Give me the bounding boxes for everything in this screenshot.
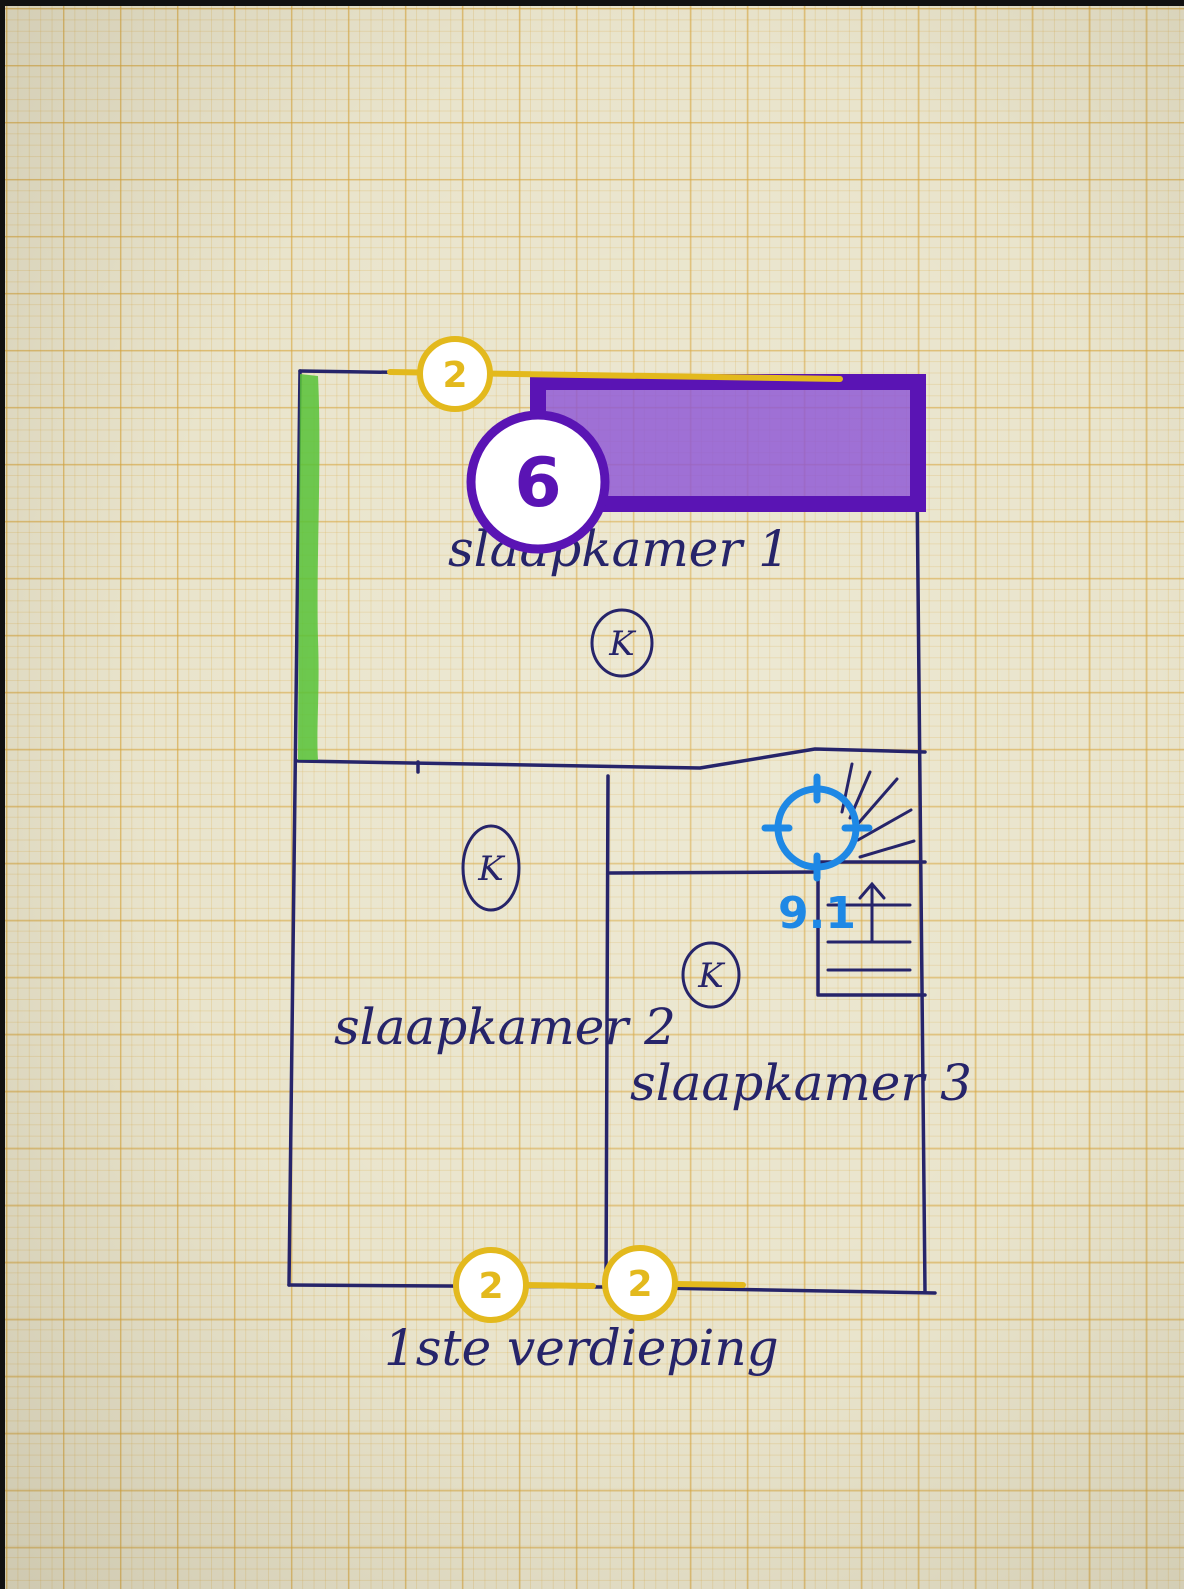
room-label-slaapkamer-2: slaapkamer 2 (334, 998, 676, 1056)
bottom-right-dimension-badge[interactable]: 2 (602, 1245, 678, 1321)
svg-text:2: 2 (478, 1266, 503, 1307)
crosshair-icon[interactable] (761, 773, 873, 882)
highlighted-wall-segment (298, 374, 320, 760)
stair-step (858, 839, 916, 859)
top-dimension-badge[interactable]: 2 (417, 336, 493, 412)
floor-caption: 1ste verdieping (384, 1319, 779, 1377)
stair-step (856, 808, 913, 842)
svg-text:2: 2 (627, 1264, 652, 1305)
right-wall (914, 378, 927, 1294)
room-marker-slaapkamer-3: K (681, 941, 741, 1009)
bedroom-1-bottom-wall (296, 747, 927, 770)
svg-text:K: K (697, 956, 726, 996)
svg-text:2: 2 (442, 355, 467, 396)
hall-wall (608, 870, 820, 875)
svg-text:K: K (608, 624, 637, 664)
stair-up-arrow (858, 881, 886, 944)
bottom-right-dimension-line (673, 1281, 746, 1288)
bottom-left-dimension-line (522, 1282, 596, 1289)
room-label-slaapkamer-3: slaapkamer 3 (630, 1054, 972, 1112)
stair-step (854, 777, 899, 828)
svg-text:6: 6 (514, 444, 561, 523)
point-value-label: 9.1 (778, 888, 856, 939)
room-marker-slaapkamer-1: K (590, 608, 654, 678)
middle-partition-wall (604, 774, 610, 1287)
area-badge[interactable]: 6 (466, 410, 610, 554)
room-marker-slaapkamer-2: K (461, 824, 521, 912)
svg-text:K: K (477, 849, 506, 889)
stair-enclosure-wall (816, 870, 927, 997)
bottom-left-dimension-badge[interactable]: 2 (453, 1247, 529, 1323)
left-wall (287, 369, 302, 1287)
